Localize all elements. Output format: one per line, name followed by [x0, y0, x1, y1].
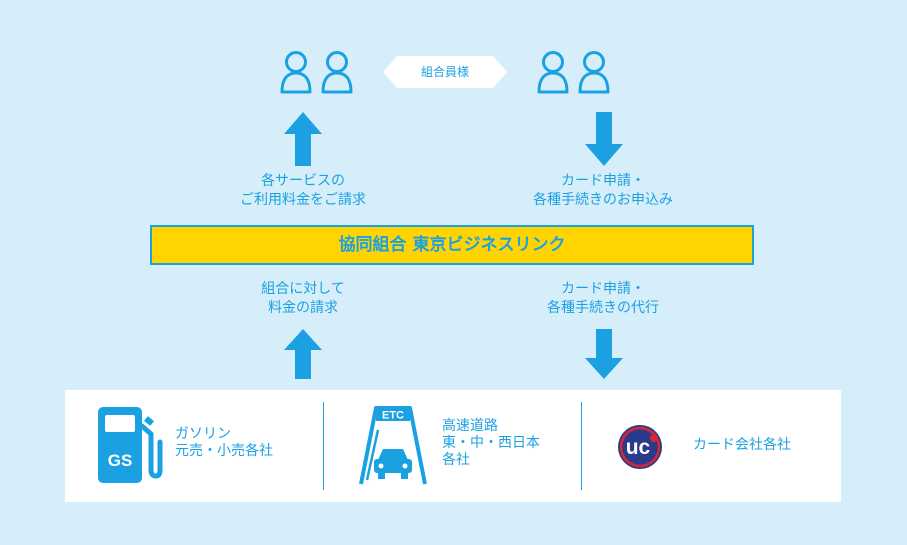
person-icon: [537, 51, 569, 94]
gas-partner-text: ガソリン 元売・小売各社: [175, 426, 273, 460]
text-line: カード会社各社: [693, 437, 791, 453]
person-icon: [578, 51, 610, 94]
banner-title: 協同組合 東京ビジネスリンク: [338, 235, 566, 255]
text-line: ガソリン: [175, 426, 231, 442]
text-line: 高速道路: [442, 418, 498, 434]
uc-logo-text: uc: [626, 436, 651, 459]
text-line: 組合に対して: [261, 281, 345, 297]
card-partner-text: カード会社各社: [693, 437, 791, 454]
divider: [323, 402, 324, 490]
uc-card-logo: uc: [618, 425, 662, 469]
etc-icon-text: ETC: [382, 410, 404, 422]
text-line: ご利用料金をご請求: [240, 192, 366, 208]
agency-text: カード申請・ 各種手続きの代行: [500, 280, 706, 318]
text-line: 各サービスの: [261, 173, 345, 189]
hexagon-shape: [383, 56, 507, 88]
text-line: 東・中・西日本: [442, 435, 540, 451]
down-arrow-icon: [585, 329, 623, 379]
person-icon: [280, 51, 312, 94]
text-line: カード申請・: [561, 281, 645, 297]
members-label: 組合員様: [383, 56, 507, 88]
charge-request-text: 組合に対して 料金の請求: [200, 280, 406, 318]
etc-partner-text: 高速道路 東・中・西日本 各社: [442, 418, 540, 469]
text-line: 元売・小売各社: [175, 443, 273, 459]
text-line: カード申請・: [561, 173, 645, 189]
text-line: 各種手続きのお申込み: [533, 192, 673, 208]
text-line: 料金の請求: [268, 300, 338, 316]
application-text: カード申請・ 各種手続きのお申込み: [500, 172, 706, 210]
down-arrow-icon: [585, 112, 623, 166]
up-arrow-icon: [284, 329, 322, 379]
partners-panel: GS ガソリン 元売・小売各社 ETC 高速道路 東・中・西日本 各社 uc カ…: [65, 390, 841, 502]
etc-gate-icon: ETC: [359, 406, 427, 485]
billing-request-text: 各サービスの ご利用料金をご請求: [200, 172, 406, 210]
person-icon: [321, 51, 353, 94]
gas-pump-icon: GS: [98, 407, 163, 483]
text-line: 各種手続きの代行: [547, 300, 659, 316]
members-label-text: 組合員様: [420, 65, 469, 79]
gs-icon-text: GS: [108, 451, 133, 470]
up-arrow-icon: [284, 112, 322, 166]
divider: [581, 402, 582, 490]
text-line: 各社: [442, 452, 470, 468]
cooperative-banner: 協同組合 東京ビジネスリンク: [150, 225, 754, 265]
